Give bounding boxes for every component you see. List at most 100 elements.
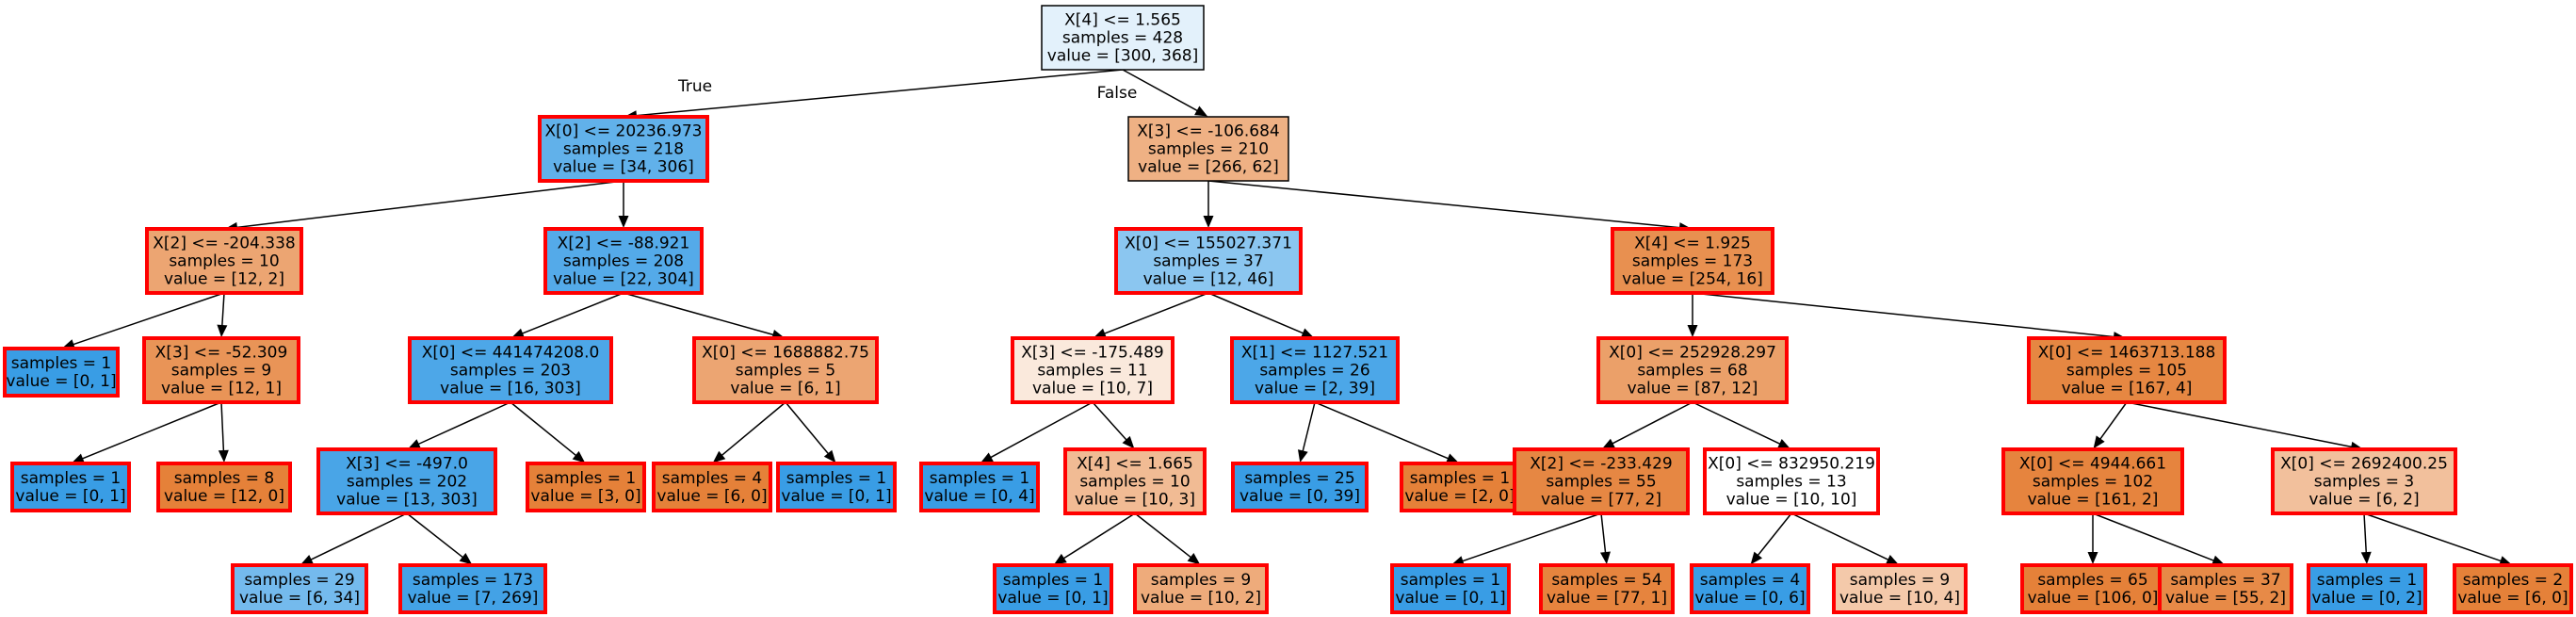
node-text-line: value = [2, 0] — [1404, 487, 1515, 506]
edge-arrowhead-n9-n10 — [300, 554, 314, 565]
node-text-line: samples = 10 — [169, 252, 279, 271]
node-text-line: samples = 55 — [1546, 473, 1656, 492]
node-text-line: value = [6, 2] — [2309, 491, 2419, 510]
node-text-line: X[0] <= 252928.297 — [1609, 344, 1776, 363]
node-text-line: value = [254, 16] — [1622, 270, 1763, 289]
node-box — [316, 447, 497, 515]
node-box — [1400, 462, 1520, 512]
node-text-line: value = [0, 1] — [1395, 589, 1505, 608]
edge-arrowhead-n0-n16 — [1194, 106, 1208, 117]
node-text-line: samples = 4 — [662, 469, 763, 488]
node-box — [1690, 563, 1810, 614]
node-text-line: value = [10, 7] — [1032, 380, 1153, 398]
edge-n9-n11 — [406, 512, 464, 559]
edge-n13-n14 — [721, 401, 786, 457]
node-text-line: value = [10, 10] — [1726, 491, 1857, 510]
edge-n28-n29 — [1462, 512, 1602, 562]
edge-arrowhead-n8-n9 — [407, 439, 422, 449]
edge-n2-n3 — [73, 292, 225, 346]
edge-n7-n13 — [623, 292, 774, 336]
edge-n1-n2 — [235, 180, 624, 229]
node-text-line: X[0] <= 1688882.75 — [702, 344, 869, 363]
node-text-line: samples = 13 — [1736, 473, 1846, 492]
node-box — [1230, 336, 1400, 404]
edge-n38-n40 — [2363, 512, 2502, 562]
node-text-line: samples = 26 — [1259, 362, 1369, 381]
node-box — [526, 462, 646, 512]
node-text-line: value = [167, 4] — [2062, 380, 2193, 398]
node-text-line: X[3] <= -106.684 — [1137, 122, 1279, 141]
edge-arrowhead-n16-n17 — [1203, 216, 1214, 228]
node-text-line: X[4] <= 1.565 — [1064, 11, 1181, 30]
node-text-line: X[2] <= -233.429 — [1530, 455, 1672, 474]
node-box — [1611, 227, 1774, 295]
node-text-line: value = [266, 62] — [1138, 158, 1279, 177]
edge-arrowhead-n4-n6 — [218, 449, 229, 463]
node-box — [1127, 116, 1289, 182]
node-text-line: samples = 1 — [786, 469, 887, 488]
node-text-line: value = [10, 2] — [1141, 589, 1261, 608]
node-text-line: value = [3, 0] — [530, 487, 640, 506]
node-text-line: samples = 173 — [413, 571, 533, 590]
edge-n8-n9 — [417, 401, 511, 446]
node-box — [145, 227, 303, 295]
node-box — [3, 347, 120, 398]
node-text-line: value = [2, 39] — [1255, 380, 1375, 398]
edge-arrowhead-n20-n21 — [1053, 553, 1067, 565]
edge-arrowhead-n35-n37 — [2211, 555, 2226, 566]
node-text-line: samples = 37 — [2170, 571, 2280, 590]
node-box — [1390, 563, 1511, 614]
node-text-line: value = [13, 303] — [336, 491, 478, 510]
node-text-line: samples = 65 — [2037, 571, 2147, 590]
node-text-line: X[3] <= -52.309 — [155, 344, 288, 363]
node-text-line: samples = 102 — [2033, 473, 2153, 492]
node-text-line: value = [16, 303] — [440, 380, 581, 398]
node-text-line: value = [6, 34] — [239, 589, 360, 608]
edge-n27-n31 — [1692, 401, 1781, 446]
node-box — [776, 462, 897, 512]
edge-arrowhead-n1-n7 — [618, 216, 629, 228]
node-text-line: samples = 11 — [1037, 362, 1147, 381]
node-text-line: samples = 68 — [1637, 362, 1747, 381]
edge-arrowhead-n26-n27 — [1687, 325, 1698, 337]
edge-n20-n21 — [1062, 512, 1136, 560]
edge-arrowhead-n17-n23 — [1300, 328, 1315, 338]
edge-n0-n16 — [1122, 69, 1198, 112]
edge-n7-n8 — [521, 292, 624, 334]
edge-n16-n26 — [1207, 180, 1681, 229]
edge-n8-n12 — [510, 401, 577, 457]
edge-arrowhead-n8-n12 — [572, 450, 586, 463]
node-text-line: value = [12, 46] — [1143, 270, 1274, 289]
node-text-line: X[0] <= 4944.661 — [2019, 455, 2166, 474]
node-text-line: samples = 9 — [171, 362, 272, 381]
edge-n38-n39 — [2363, 512, 2368, 554]
edge-arrowhead-n17-n18 — [1093, 328, 1108, 339]
node-text-line: value = [161, 2] — [2028, 491, 2159, 510]
edge-n27-n28 — [1612, 401, 1693, 445]
node-text-line: samples = 202 — [347, 473, 467, 492]
edge-arrowhead-n2-n4 — [217, 324, 228, 338]
node-box — [652, 462, 772, 512]
node-box — [408, 336, 613, 404]
node-text-line: X[0] <= 20236.973 — [545, 122, 703, 141]
node-text-line: value = [0, 39] — [1239, 487, 1360, 506]
true-edge-label: True — [677, 77, 712, 96]
node-box — [231, 563, 368, 614]
node-box — [2001, 447, 2184, 515]
